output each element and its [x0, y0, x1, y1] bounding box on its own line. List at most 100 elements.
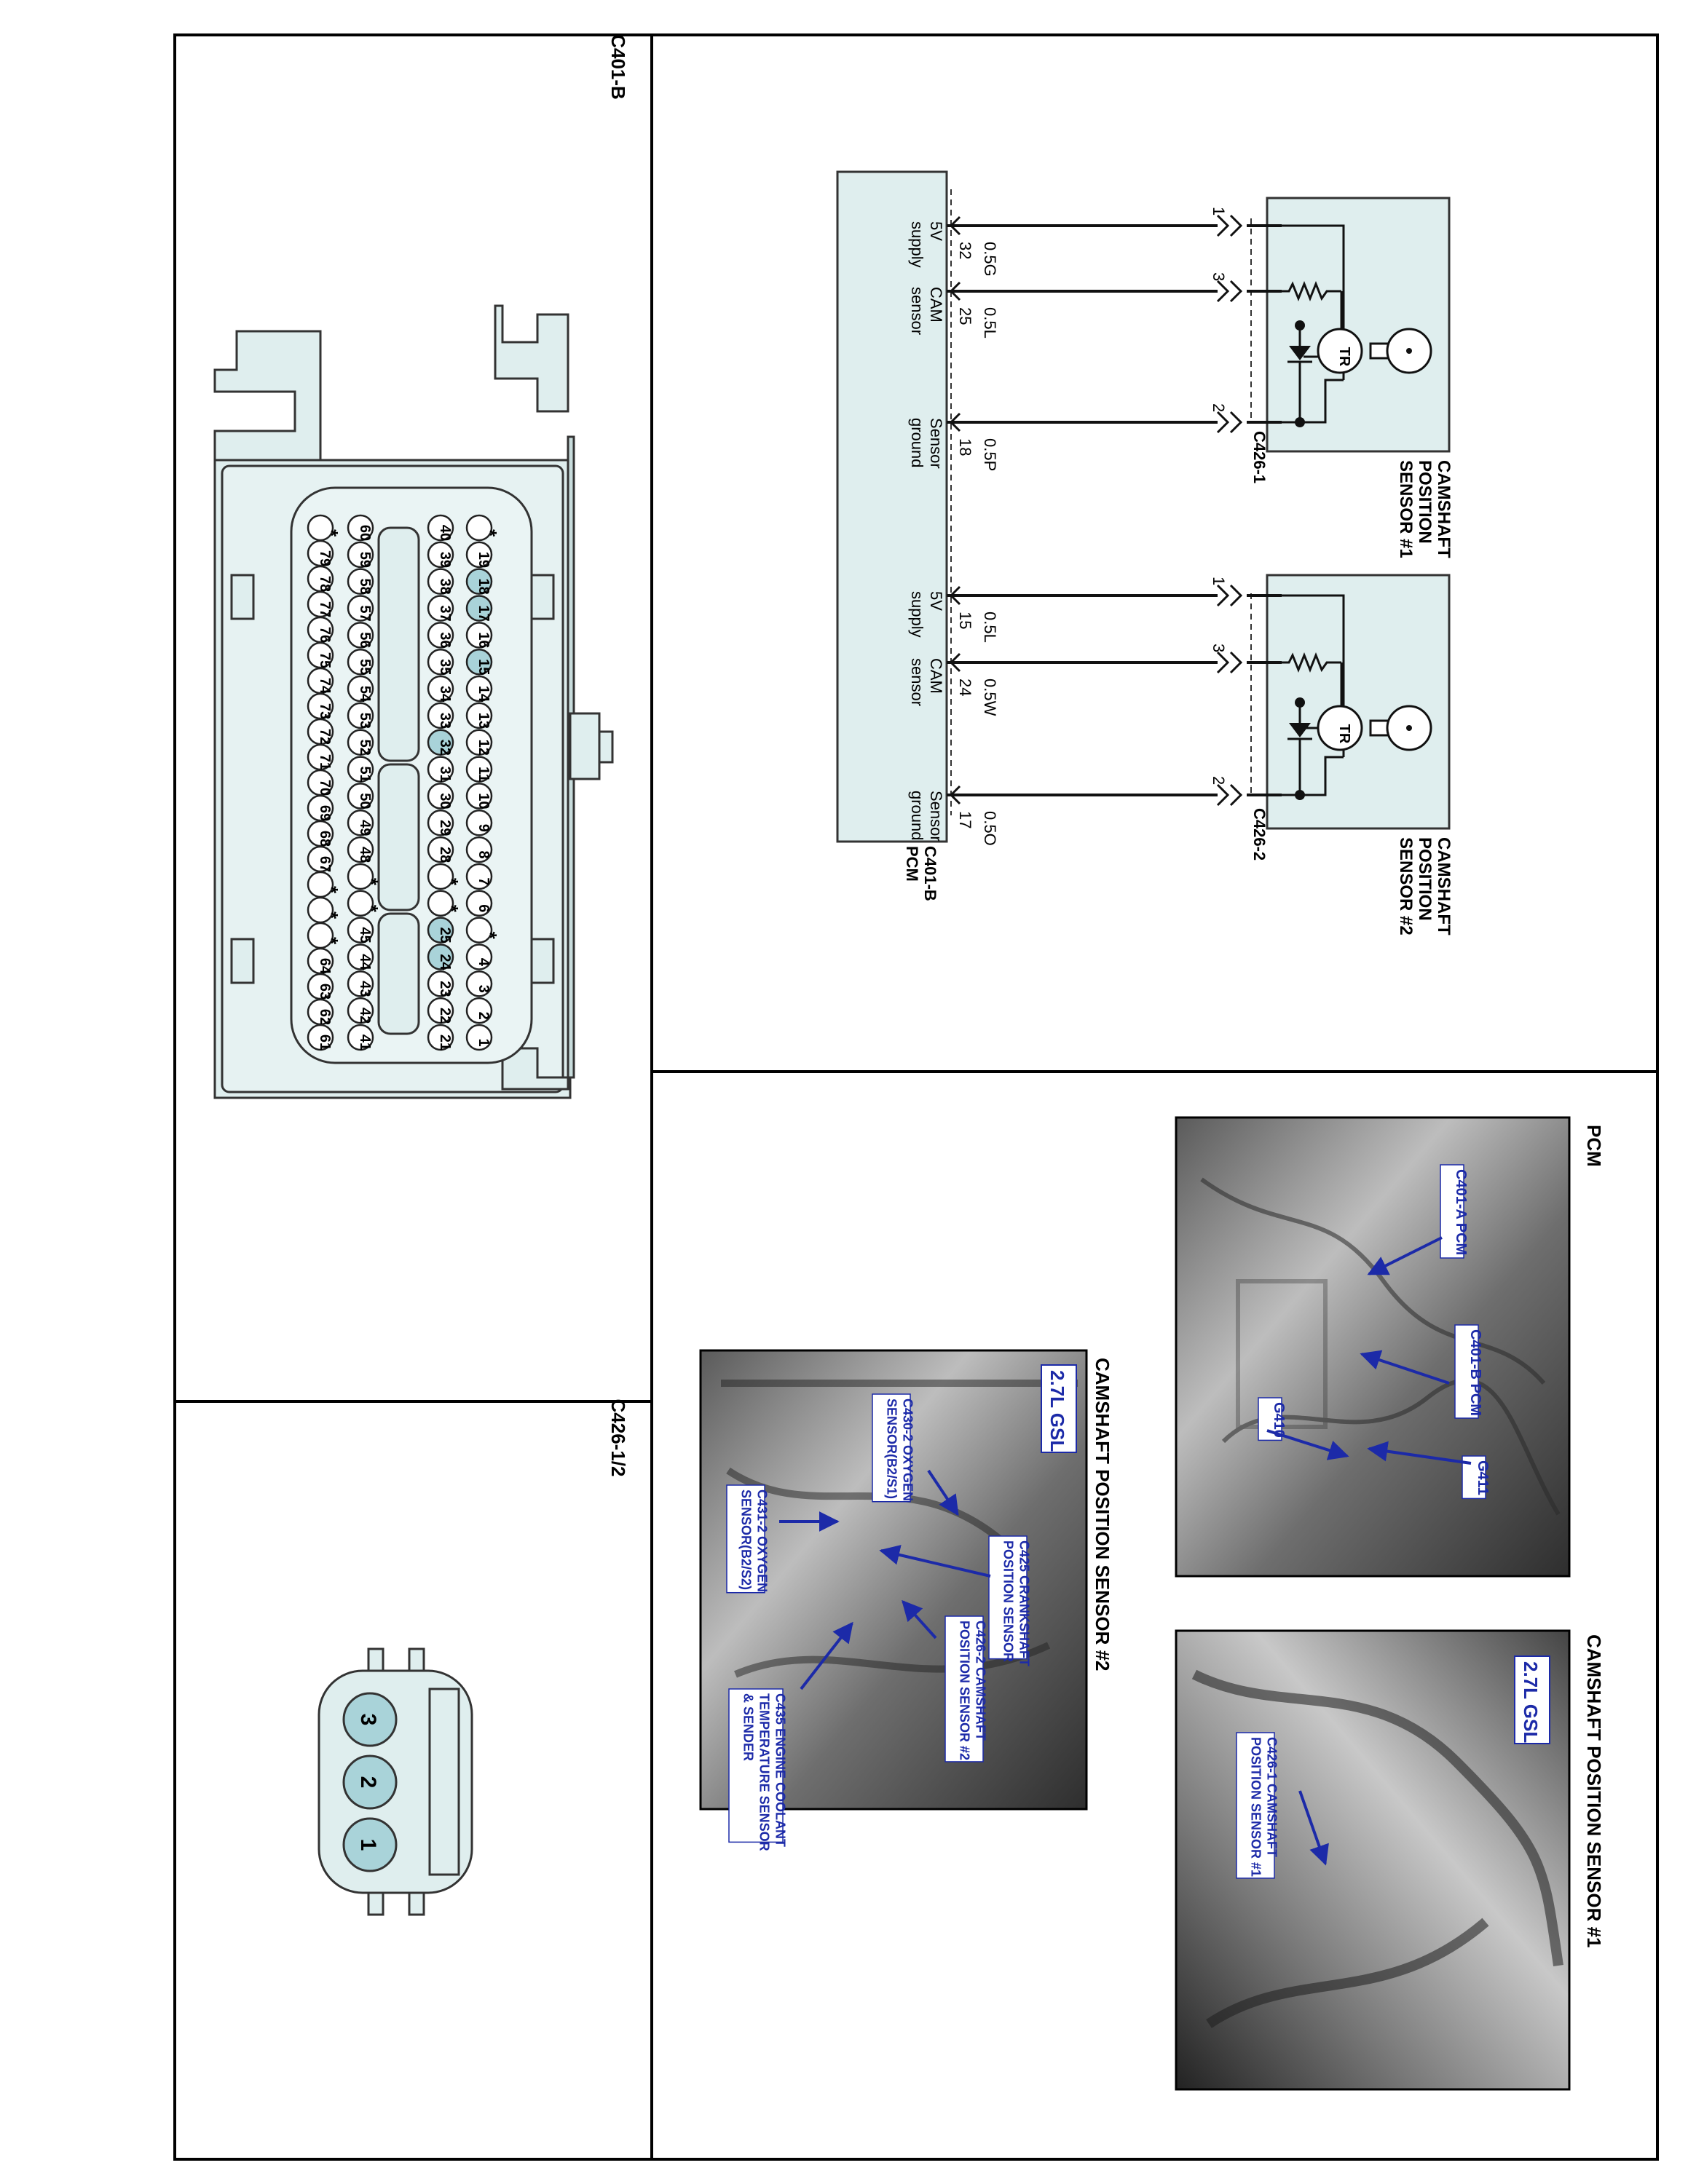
- pcm-function-label: supply: [908, 221, 926, 268]
- c401b-pin: 55: [347, 648, 374, 676]
- c401b-pin: 53: [347, 702, 374, 729]
- c401b-pin-label: 45: [357, 927, 373, 943]
- pcm-pin-label: 17: [956, 811, 974, 828]
- c401b-pin-label: 49: [357, 820, 373, 836]
- c401b-pin: 60: [347, 514, 374, 542]
- pcm-photo-title: PCM: [1583, 1125, 1605, 1167]
- wire-color-label: 0.5O: [981, 811, 999, 846]
- callout-text: TEMPERATURE SENSOR: [757, 1693, 771, 1851]
- c401b-pin-label: 48: [357, 847, 373, 863]
- c426-pin: 1: [342, 1817, 398, 1872]
- c401b-pin-label: 57: [357, 605, 373, 621]
- callout-arrow: [1367, 1236, 1443, 1275]
- c401b-pin: 21: [427, 1024, 454, 1051]
- c401b-pin: 9: [465, 810, 493, 836]
- c401b-pin: 38: [427, 568, 454, 595]
- callout-text: POSITION SENSOR: [1001, 1540, 1015, 1662]
- c401b-pin: 6: [465, 890, 493, 917]
- pcm-function-label: 5V: [927, 221, 945, 241]
- c401b-pin-label: 51: [357, 766, 373, 782]
- c401b-pin-blank: *: [347, 890, 382, 917]
- pcm-connector-label: C401-B: [921, 846, 939, 901]
- callout-arrow: [800, 1621, 853, 1690]
- c401b-pin-label: 39: [437, 552, 453, 568]
- callout-arrow: [1298, 1790, 1329, 1866]
- c401b-pin: 32: [427, 729, 454, 756]
- c401b-pin-label: 8: [476, 851, 492, 859]
- c401b-pin: 25: [427, 917, 454, 943]
- callout-text: C401-B PCM: [1467, 1329, 1483, 1416]
- callout-text: G410: [1271, 1402, 1287, 1438]
- callout-text: SENSOR(B2/S2): [738, 1489, 753, 1590]
- pcm-function-label: sensor: [908, 658, 926, 706]
- c401b-pin-label: 14: [476, 686, 492, 703]
- c401b-pin-label: 77: [317, 601, 333, 617]
- c401b-pin-label: 17: [476, 605, 492, 621]
- c401b-pin: 19: [465, 541, 493, 569]
- wire-color-label: 0.5G: [981, 242, 999, 277]
- c401b-pin-label: 71: [317, 754, 333, 770]
- c401b-pin: 74: [307, 667, 334, 695]
- c401b-pin-blank: *: [465, 917, 501, 943]
- c401b-pin: 16: [465, 622, 493, 649]
- c401b-pin-label: 29: [437, 820, 453, 836]
- sensor-circuit: TR: [1282, 594, 1432, 800]
- wire-color-label: 0.5L: [981, 307, 999, 339]
- c401b-pin-label: 42: [357, 1008, 373, 1024]
- sensor2-connector-label: C426-2: [1250, 808, 1269, 860]
- callout-text: C435 ENGINE COOLANT: [773, 1693, 787, 1847]
- c401b-pin-label: 67: [317, 856, 333, 872]
- c401b-pin-label: 69: [317, 805, 333, 821]
- c401b-pin: 58: [347, 568, 374, 595]
- pcm-function-label: CAM: [927, 658, 945, 694]
- callout-text: POSITION SENSOR #1: [1248, 1737, 1263, 1877]
- badge-text: 2.7L GSL: [1046, 1370, 1068, 1452]
- c401b-pin: 3: [465, 970, 493, 997]
- pcm-label: PCM: [903, 846, 921, 882]
- c401b-pin-label: 76: [317, 627, 333, 643]
- sensor1-connector-label: C426-1: [1250, 431, 1269, 483]
- cmp2-badge: 2.7L GSL: [1041, 1364, 1077, 1453]
- c401b-pin-label: 58: [357, 579, 373, 595]
- c401b-pin: 50: [347, 783, 374, 810]
- cmp1-photo-detail: [1191, 1669, 1563, 2028]
- c401b-pin-blank-label: *: [479, 932, 501, 940]
- callout-text: & SENDER: [741, 1693, 755, 1761]
- pcm-function-label: ground: [908, 418, 926, 468]
- sensor-rotor-icon: [1369, 705, 1432, 751]
- c401b-pin: 73: [307, 692, 334, 720]
- c401b-pin: 71: [307, 743, 334, 771]
- callout-arrow: [902, 1599, 937, 1639]
- c401b-pin: 52: [347, 729, 374, 756]
- c401b-pin-blank-label: *: [441, 878, 462, 886]
- c401b-pin: 13: [465, 702, 493, 729]
- c401b-pin-blank-label: *: [479, 529, 501, 537]
- photos: PCM CAMSHAFT POSITION SENSOR #1 CAMSHAFT…: [699, 1116, 1605, 2091]
- transistor-label: TR: [1336, 347, 1352, 367]
- c401b-pin-label: 78: [317, 576, 333, 592]
- c401b-pin: 15: [465, 648, 493, 676]
- callout-text: POSITION SENSOR #2: [957, 1621, 971, 1760]
- c401b-pin: 18: [465, 568, 493, 595]
- c401b-pin-label: 73: [317, 703, 333, 719]
- c401b-pin-label: 32: [437, 740, 453, 756]
- sensor-pin-label: 1: [1210, 207, 1228, 215]
- c401b-pin-blank-label: *: [320, 529, 342, 537]
- svg-text:1: 1: [356, 1839, 380, 1851]
- c401b-pin: 51: [347, 756, 374, 783]
- cmp1-badge: 2.7L GSL: [1514, 1655, 1550, 1744]
- c401b-pin-label: 52: [357, 740, 373, 756]
- c401b-pin-label: 35: [437, 659, 453, 675]
- c401b-pin-label: 72: [317, 729, 333, 745]
- c401b-pin: 10: [465, 783, 493, 810]
- c401b-pin-label: 70: [317, 780, 333, 796]
- c401b-pin-blank: *: [427, 863, 462, 890]
- c401b-pin-blank-label: *: [320, 937, 342, 945]
- c401b-pin: 68: [307, 820, 334, 847]
- c426-panel: C426-1/2 3 2 1: [318, 1399, 629, 1916]
